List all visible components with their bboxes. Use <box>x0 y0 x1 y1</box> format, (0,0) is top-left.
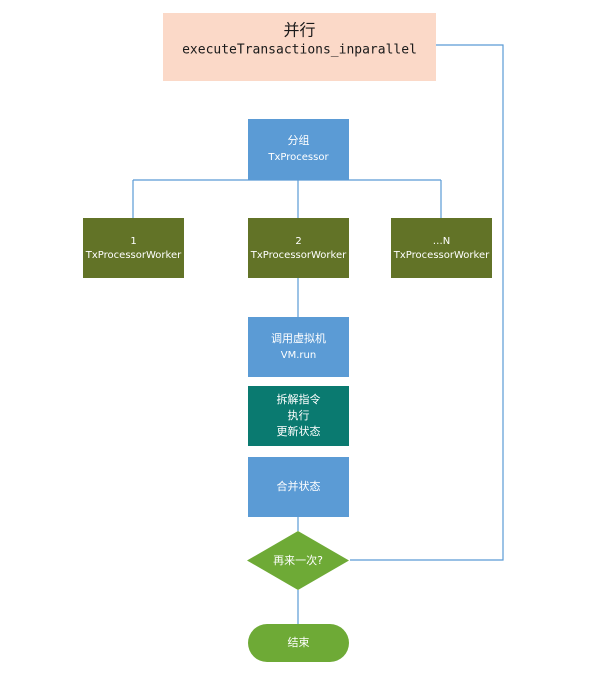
merge-node: 合并状态 <box>248 457 349 517</box>
group-subtitle: TxProcessor <box>267 152 329 163</box>
worker-1-node: 1 TxProcessorWorker <box>83 218 184 278</box>
decode-node: 拆解指令 执行 更新状态 <box>248 386 349 446</box>
worker-n-index: …N <box>433 236 450 247</box>
vm-subtitle: VM.run <box>281 350 316 361</box>
decode-line-1: 拆解指令 <box>277 392 321 406</box>
loop-back-connector <box>350 44 504 561</box>
worker-2-label: TxProcessorWorker <box>250 250 347 261</box>
worker-1-label: TxProcessorWorker <box>85 250 182 261</box>
decision-node: 再来一次? <box>247 531 349 590</box>
worker-2-node: 2 TxProcessorWorker <box>248 218 349 278</box>
vm-node: 调用虚拟机 VM.run <box>248 317 349 377</box>
group-node: 分组 TxProcessor <box>248 119 349 180</box>
group-title: 分组 <box>288 133 310 147</box>
worker-n-label: TxProcessorWorker <box>393 250 490 261</box>
start-node: 并行 executeTransactions_inparallel <box>163 13 436 81</box>
start-function-name: executeTransactions_inparallel <box>182 43 417 58</box>
worker-1-index: 1 <box>130 236 136 247</box>
end-node: 结束 <box>248 624 349 662</box>
decode-line-2: 执行 <box>288 408 310 422</box>
end-title: 结束 <box>288 636 310 649</box>
start-title: 并行 <box>283 21 315 40</box>
decision-title: 再来一次? <box>273 553 323 567</box>
vm-title: 调用虚拟机 <box>271 331 326 345</box>
decode-line-3: 更新状态 <box>277 424 321 438</box>
merge-title: 合并状态 <box>277 479 321 493</box>
worker-n-node: …N TxProcessorWorker <box>391 218 492 278</box>
worker-2-index: 2 <box>295 236 301 247</box>
